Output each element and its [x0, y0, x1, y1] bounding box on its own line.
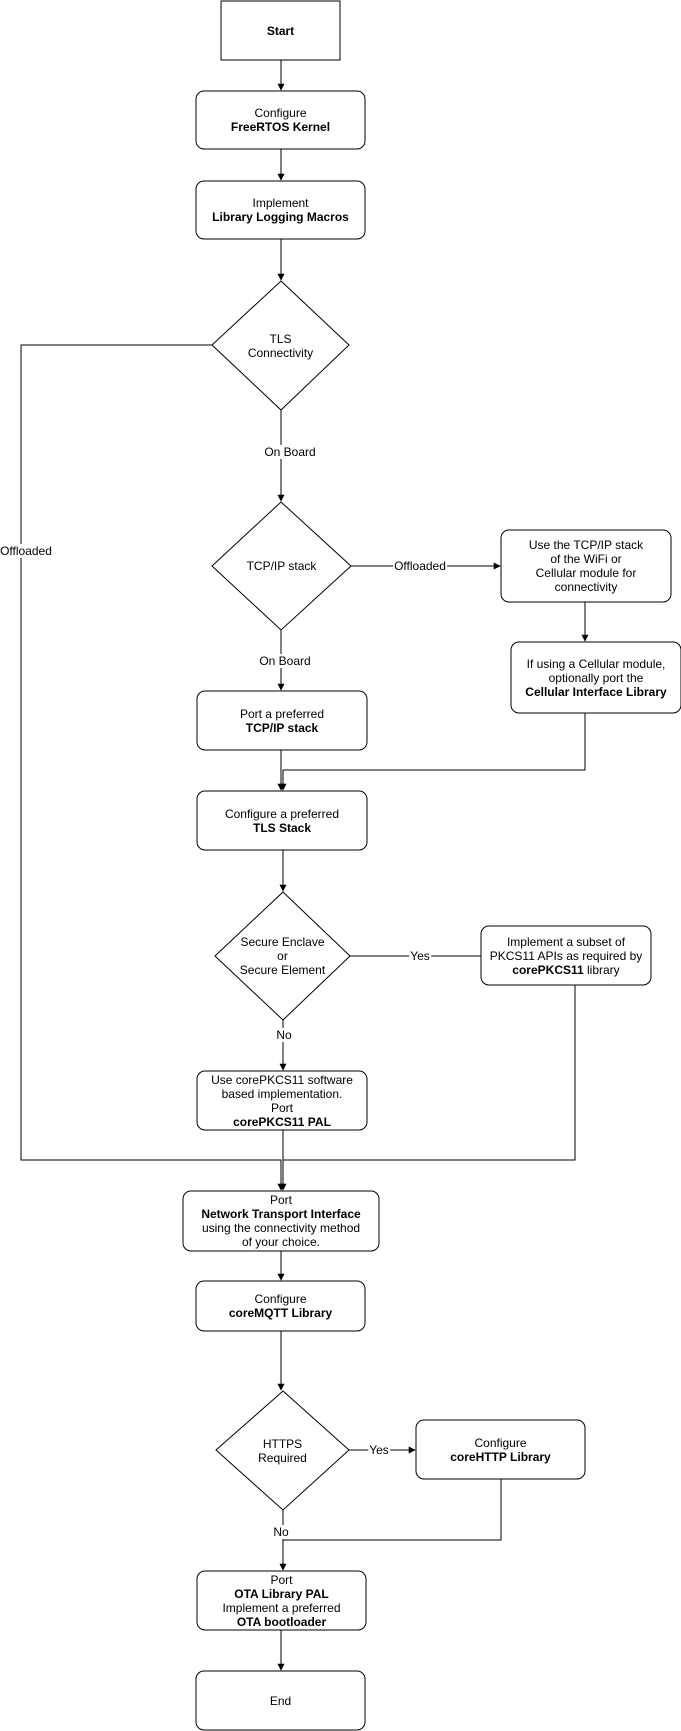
node-line: coreHTTP Library: [450, 1449, 551, 1464]
node-line: corePKCS11 library: [512, 963, 619, 977]
node-line: Configure: [254, 106, 307, 120]
tcpip-stack-label: TCP/IP stack: [212, 502, 351, 630]
node-line: connectivity: [554, 580, 618, 594]
node-line: Configure a preferred: [224, 806, 340, 821]
node-line: of your choice.: [241, 1235, 321, 1249]
node-line: Port a preferred: [239, 706, 325, 721]
node-line: FreeRTOS Kernel: [230, 120, 331, 134]
node-line: optionally port the: [548, 670, 644, 685]
node-line: TCP/IP stack: [246, 559, 317, 573]
port-tcpip-node: [196, 690, 368, 751]
node-line: OTA Library PAL: [234, 1586, 329, 1601]
edge-label-https-yes: Yes: [368, 1443, 390, 1457]
node-line: Port: [270, 1100, 293, 1115]
node-line: Cellular module for: [535, 566, 637, 580]
node-line: OTA bootloader: [236, 1614, 327, 1629]
edge-pkcs11-subset-down: [283, 985, 576, 1161]
edge-label-https-no: No: [272, 1525, 290, 1539]
node-line: of the WiFi or: [550, 552, 622, 566]
node-line: PKCS11 APIs as required by: [489, 948, 643, 963]
node-line: TCP/IP stack: [245, 720, 319, 735]
node-line: Connectivity: [247, 345, 314, 360]
edge-tls-offloaded: [20, 344, 285, 1191]
node-line: Port: [270, 1572, 293, 1587]
node-line: Required: [258, 1450, 307, 1465]
node-line: Configure: [474, 1435, 527, 1450]
edge-label-tcpip-on-board: On Board: [258, 654, 312, 668]
node-line: using the connectivity method: [201, 1221, 361, 1235]
node-line: Secure Enclave: [240, 935, 325, 949]
node-line: TLS Stack: [252, 820, 312, 835]
node-line: If using a Cellular module,: [526, 656, 666, 671]
node-line: Cellular Interface Library: [525, 684, 667, 699]
edge-corehttp-ota: [283, 1479, 502, 1541]
edge-label-secure-yes: Yes: [409, 949, 431, 963]
edge-label-tls-offloaded: Offloaded: [0, 544, 53, 558]
start-node: [220, 0, 341, 61]
node-line: Implement a preferred: [222, 1600, 341, 1615]
node-line-bold-part: corePKCS11: [512, 962, 584, 977]
end-node: [195, 1670, 366, 1731]
node-line: Library Logging Macros: [212, 210, 349, 224]
edge-label-tls-on-board: On Board: [263, 445, 317, 459]
node-line: corePKCS11 PAL: [233, 1114, 331, 1129]
node-line: Network Transport Interface: [201, 1207, 361, 1221]
cellular-interface-label: If using a Cellular module,optionally po…: [511, 642, 681, 713]
node-line: coreMQTT Library: [228, 1306, 333, 1320]
node-line: TLS: [269, 331, 292, 346]
node-line: Implement: [252, 196, 309, 210]
node-line: End: [269, 1693, 292, 1708]
configure-tls-node: [196, 790, 368, 851]
pkcs11-pal-node: [196, 1070, 368, 1131]
node-line: based implementation.: [221, 1086, 343, 1101]
node-line: Port: [269, 1193, 292, 1207]
end-label: End: [196, 1671, 365, 1730]
start-label: Start: [221, 1, 340, 60]
edge-cellular-tls: [279, 713, 586, 791]
node-line: Use the TCP/IP stack: [528, 538, 644, 552]
node-line: Start: [266, 23, 295, 38]
edge-label-secure-no: No: [275, 1028, 293, 1042]
node-line: Implement a subset of: [506, 934, 626, 949]
cellular-interface-node: [510, 641, 681, 714]
node-line-rest: library: [583, 962, 620, 977]
node-line: HTTPS: [262, 1436, 303, 1451]
node-line: Use corePKCS11 software: [211, 1072, 353, 1087]
use-module-stack-node: [500, 529, 672, 603]
node-line: or: [277, 949, 288, 963]
node-line: Secure Element: [239, 963, 326, 977]
node-line: Configure: [254, 1292, 307, 1306]
edge-label-tcpip-offloaded: Offloaded: [393, 559, 447, 573]
